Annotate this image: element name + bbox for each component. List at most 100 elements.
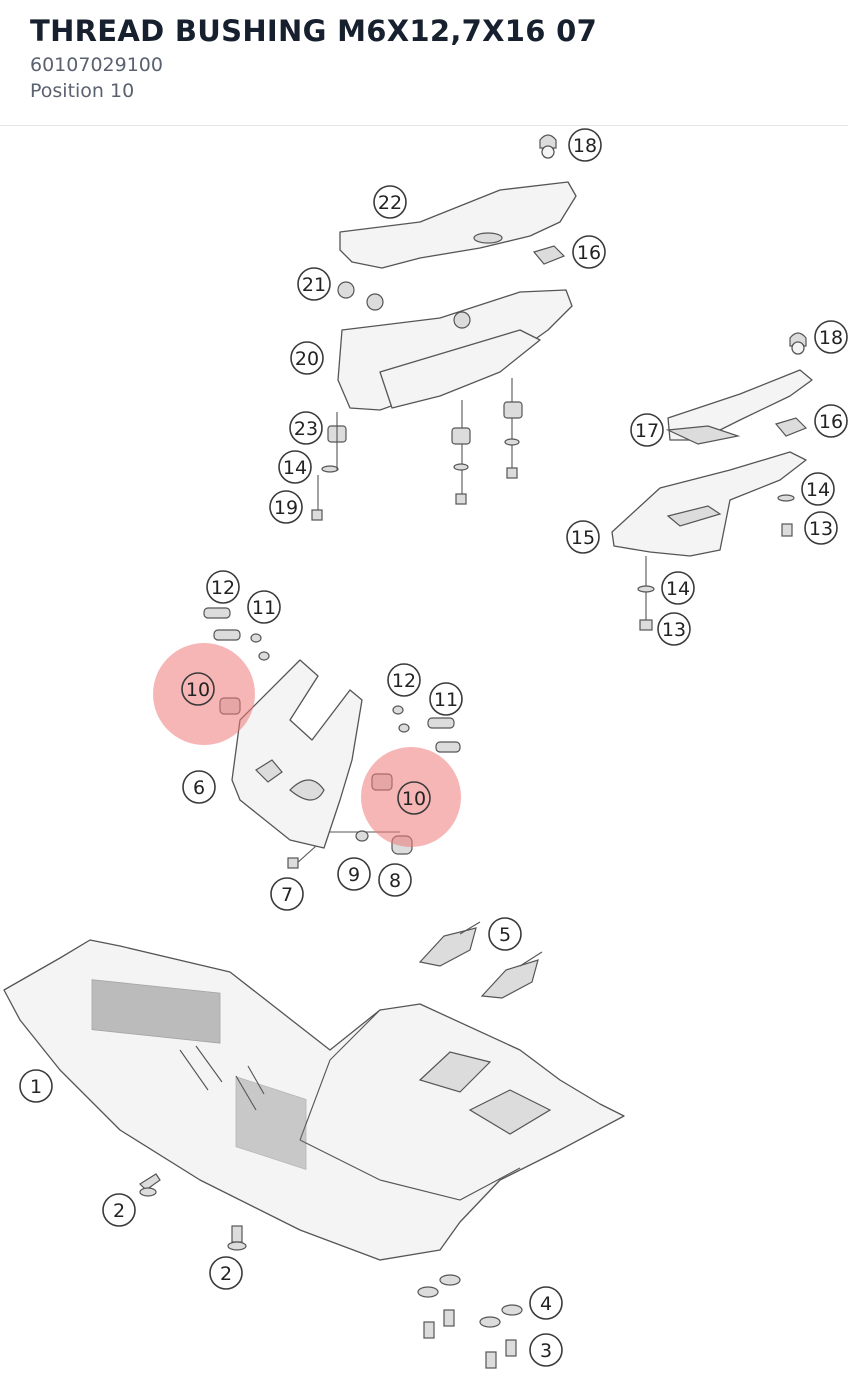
callout-circle — [209, 1256, 243, 1290]
callout-circle — [387, 663, 421, 697]
callout-6[interactable]: 6 — [182, 770, 216, 804]
callout-number: 7 — [281, 884, 293, 906]
part-header: THREAD BUSHING M6X12,7X16 07 60107029100… — [0, 0, 848, 126]
callout-number: 10 — [186, 679, 210, 701]
callout-number: 10 — [402, 788, 426, 810]
callout-circle — [278, 450, 312, 484]
callout-number: 17 — [635, 420, 659, 442]
callout-10[interactable]: 10 — [181, 672, 215, 706]
callout-number: 19 — [274, 497, 298, 519]
callout-circle — [102, 1193, 136, 1227]
callout-14[interactable]: 14 — [801, 472, 835, 506]
callout-circle — [529, 1286, 563, 1320]
callout-number: 14 — [666, 578, 690, 600]
callout-number: 15 — [571, 527, 595, 549]
callout-circle — [657, 612, 691, 646]
callout-number: 8 — [389, 870, 401, 892]
callout-13[interactable]: 13 — [657, 612, 691, 646]
callout-number: 12 — [211, 577, 235, 599]
callout-number: 18 — [819, 327, 843, 349]
callout-circle — [572, 235, 606, 269]
callout-circle — [529, 1333, 563, 1367]
callout-number: 5 — [499, 924, 511, 946]
callout-number: 9 — [348, 864, 360, 886]
callout-2[interactable]: 2 — [209, 1256, 243, 1290]
callout-number: 6 — [193, 777, 205, 799]
callout-13[interactable]: 13 — [804, 511, 838, 545]
callout-9[interactable]: 9 — [337, 857, 371, 891]
callout-10[interactable]: 10 — [397, 781, 431, 815]
callout-18[interactable]: 18 — [568, 128, 602, 162]
callout-16[interactable]: 16 — [814, 404, 848, 438]
callout-circle — [270, 877, 304, 911]
callout-circle — [814, 320, 848, 354]
callout-number: 16 — [819, 411, 843, 433]
callout-number: 11 — [252, 597, 276, 619]
callout-11[interactable]: 11 — [429, 682, 463, 716]
seat-tank-assembly — [311, 134, 577, 521]
rear-seat-assembly — [611, 332, 813, 631]
footrests — [418, 921, 543, 999]
callout-circle — [19, 1069, 53, 1103]
callout-number: 18 — [573, 135, 597, 157]
callout-number: 23 — [294, 418, 318, 440]
callout-2[interactable]: 2 — [102, 1193, 136, 1227]
callout-circle — [801, 472, 835, 506]
callout-number: 22 — [378, 192, 402, 214]
callout-18[interactable]: 18 — [814, 320, 848, 354]
callout-5[interactable]: 5 — [488, 917, 522, 951]
callout-number: 11 — [434, 689, 458, 711]
callout-19[interactable]: 19 — [269, 490, 303, 524]
callout-14[interactable]: 14 — [278, 450, 312, 484]
callout-number: 21 — [302, 274, 326, 296]
skid-plate — [3, 939, 625, 1261]
callout-circle — [247, 590, 281, 624]
callout-23[interactable]: 23 — [289, 411, 323, 445]
callout-circle — [814, 404, 848, 438]
callout-16[interactable]: 16 — [572, 235, 606, 269]
callout-number: 1 — [30, 1076, 42, 1098]
callout-circle — [568, 128, 602, 162]
highlight-halo — [153, 643, 255, 745]
callout-circle — [397, 781, 431, 815]
callout-3[interactable]: 3 — [529, 1333, 563, 1367]
position-label: Position 10 — [30, 80, 135, 102]
callout-number: 14 — [283, 457, 307, 479]
callout-circle — [661, 571, 695, 605]
callout-17[interactable]: 17 — [630, 413, 664, 447]
callout-20[interactable]: 20 — [290, 341, 324, 375]
callout-8[interactable]: 8 — [378, 863, 412, 897]
callout-12[interactable]: 12 — [387, 663, 421, 697]
callout-circle — [566, 520, 600, 554]
highlight-halo — [361, 747, 461, 847]
callout-number: 12 — [392, 670, 416, 692]
callout-1[interactable]: 1 — [19, 1069, 53, 1103]
part-number: 60107029100 — [30, 54, 163, 76]
callout-circle — [337, 857, 371, 891]
callout-circle — [373, 185, 407, 219]
callout-15[interactable]: 15 — [566, 520, 600, 554]
callout-number: 4 — [540, 1293, 552, 1315]
callout-number: 13 — [809, 518, 833, 540]
callout-circle — [630, 413, 664, 447]
callout-circle — [290, 341, 324, 375]
callout-number: 2 — [113, 1200, 125, 1222]
screws — [139, 1173, 523, 1369]
callout-7[interactable]: 7 — [270, 877, 304, 911]
callout-number: 3 — [540, 1340, 552, 1362]
callout-circle — [488, 917, 522, 951]
callout-circle — [206, 570, 240, 604]
callout-4[interactable]: 4 — [529, 1286, 563, 1320]
callout-11[interactable]: 11 — [247, 590, 281, 624]
callout-21[interactable]: 21 — [297, 267, 331, 301]
position-10-highlights — [153, 643, 461, 847]
callout-number: 2 — [220, 1263, 232, 1285]
bracket-assembly — [203, 607, 461, 869]
callout-number: 13 — [662, 619, 686, 641]
callout-number: 14 — [806, 479, 830, 501]
callout-12[interactable]: 12 — [206, 570, 240, 604]
callout-14[interactable]: 14 — [661, 571, 695, 605]
callout-22[interactable]: 22 — [373, 185, 407, 219]
callout-circle — [429, 682, 463, 716]
